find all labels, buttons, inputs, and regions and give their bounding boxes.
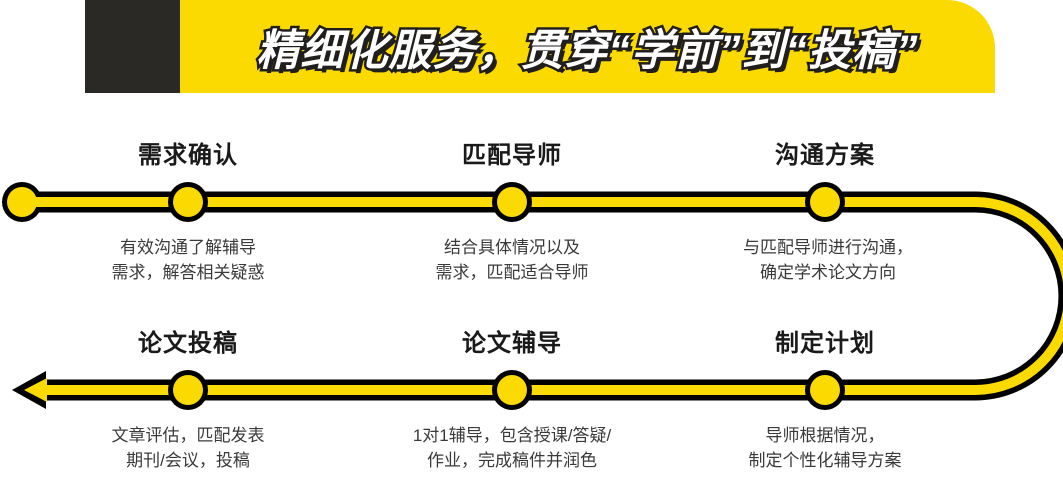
banner-title: 精细化服务，贯穿“学前”到“投稿” [254,24,920,77]
banner-dark-block [85,0,181,93]
step-title-bottom-2: 论文辅导 [462,330,562,357]
step-desc-bottom-1-line2: 期刊/会议，投稿 [126,451,250,470]
track-outline [2,182,1063,409]
step-desc-top-3-line1: 与匹配导师进行沟通， [743,238,913,257]
process-flow-diagram: 需求确认 有效沟通了解辅导 需求，解答相关疑惑 匹配导师 结合具体情况以及 需求… [0,93,1063,501]
step-desc-top-1-line2: 需求，解答相关疑惑 [111,263,265,282]
node-top-1[interactable] [168,182,208,222]
node-top-3[interactable] [805,182,845,222]
step-desc-top-1: 有效沟通了解辅导 需求，解答相关疑惑 [112,235,265,285]
step-title-top-3: 沟通方案 [775,142,875,169]
step-desc-top-2-line2: 需求，匹配适合导师 [435,263,589,282]
node-bottom-1[interactable] [168,370,208,410]
step-desc-bottom-3-line2: 制定个性化辅导方案 [748,451,902,470]
header-banner: 精细化服务，贯穿“学前”到“投稿” [0,0,1063,93]
step-title-bottom-3: 制定计划 [775,330,875,357]
step-desc-bottom-3: 导师根据情况， 制定个性化辅导方案 [749,423,902,473]
node-bottom-3[interactable] [805,370,845,410]
flow-track-graphic [2,182,1063,410]
step-desc-bottom-2-line2: 作业，完成稿件并润色 [426,451,597,470]
step-desc-top-1-line1: 有效沟通了解辅导 [120,238,256,257]
step-title-top-1: 需求确认 [138,142,238,169]
node-top-2[interactable] [492,182,532,222]
step-desc-top-2: 结合具体情况以及 需求，匹配适合导师 [436,235,589,285]
step-desc-bottom-3-line1: 导师根据情况， [765,426,885,445]
step-desc-bottom-2-line1: 1对1辅导，包含授课/答疑/ [412,426,612,445]
step-desc-top-3: 与匹配导师进行沟通， 确定学术论文方向 [743,235,913,285]
banner-yellow-block [180,0,995,93]
step-desc-top-2-line1: 结合具体情况以及 [444,238,580,257]
track-fill [7,187,1063,402]
step-desc-top-3-line2: 确定学术论文方向 [760,263,896,282]
node-bottom-2[interactable] [492,370,532,410]
step-desc-bottom-1: 文章评估，匹配发表 期刊/会议，投稿 [112,423,265,473]
step-title-top-2: 匹配导师 [462,142,562,169]
step-desc-bottom-1-line1: 文章评估，匹配发表 [111,426,265,445]
step-title-bottom-1: 论文投稿 [138,330,238,357]
step-desc-bottom-2: 1对1辅导，包含授课/答疑/ 作业，完成稿件并润色 [413,423,611,473]
